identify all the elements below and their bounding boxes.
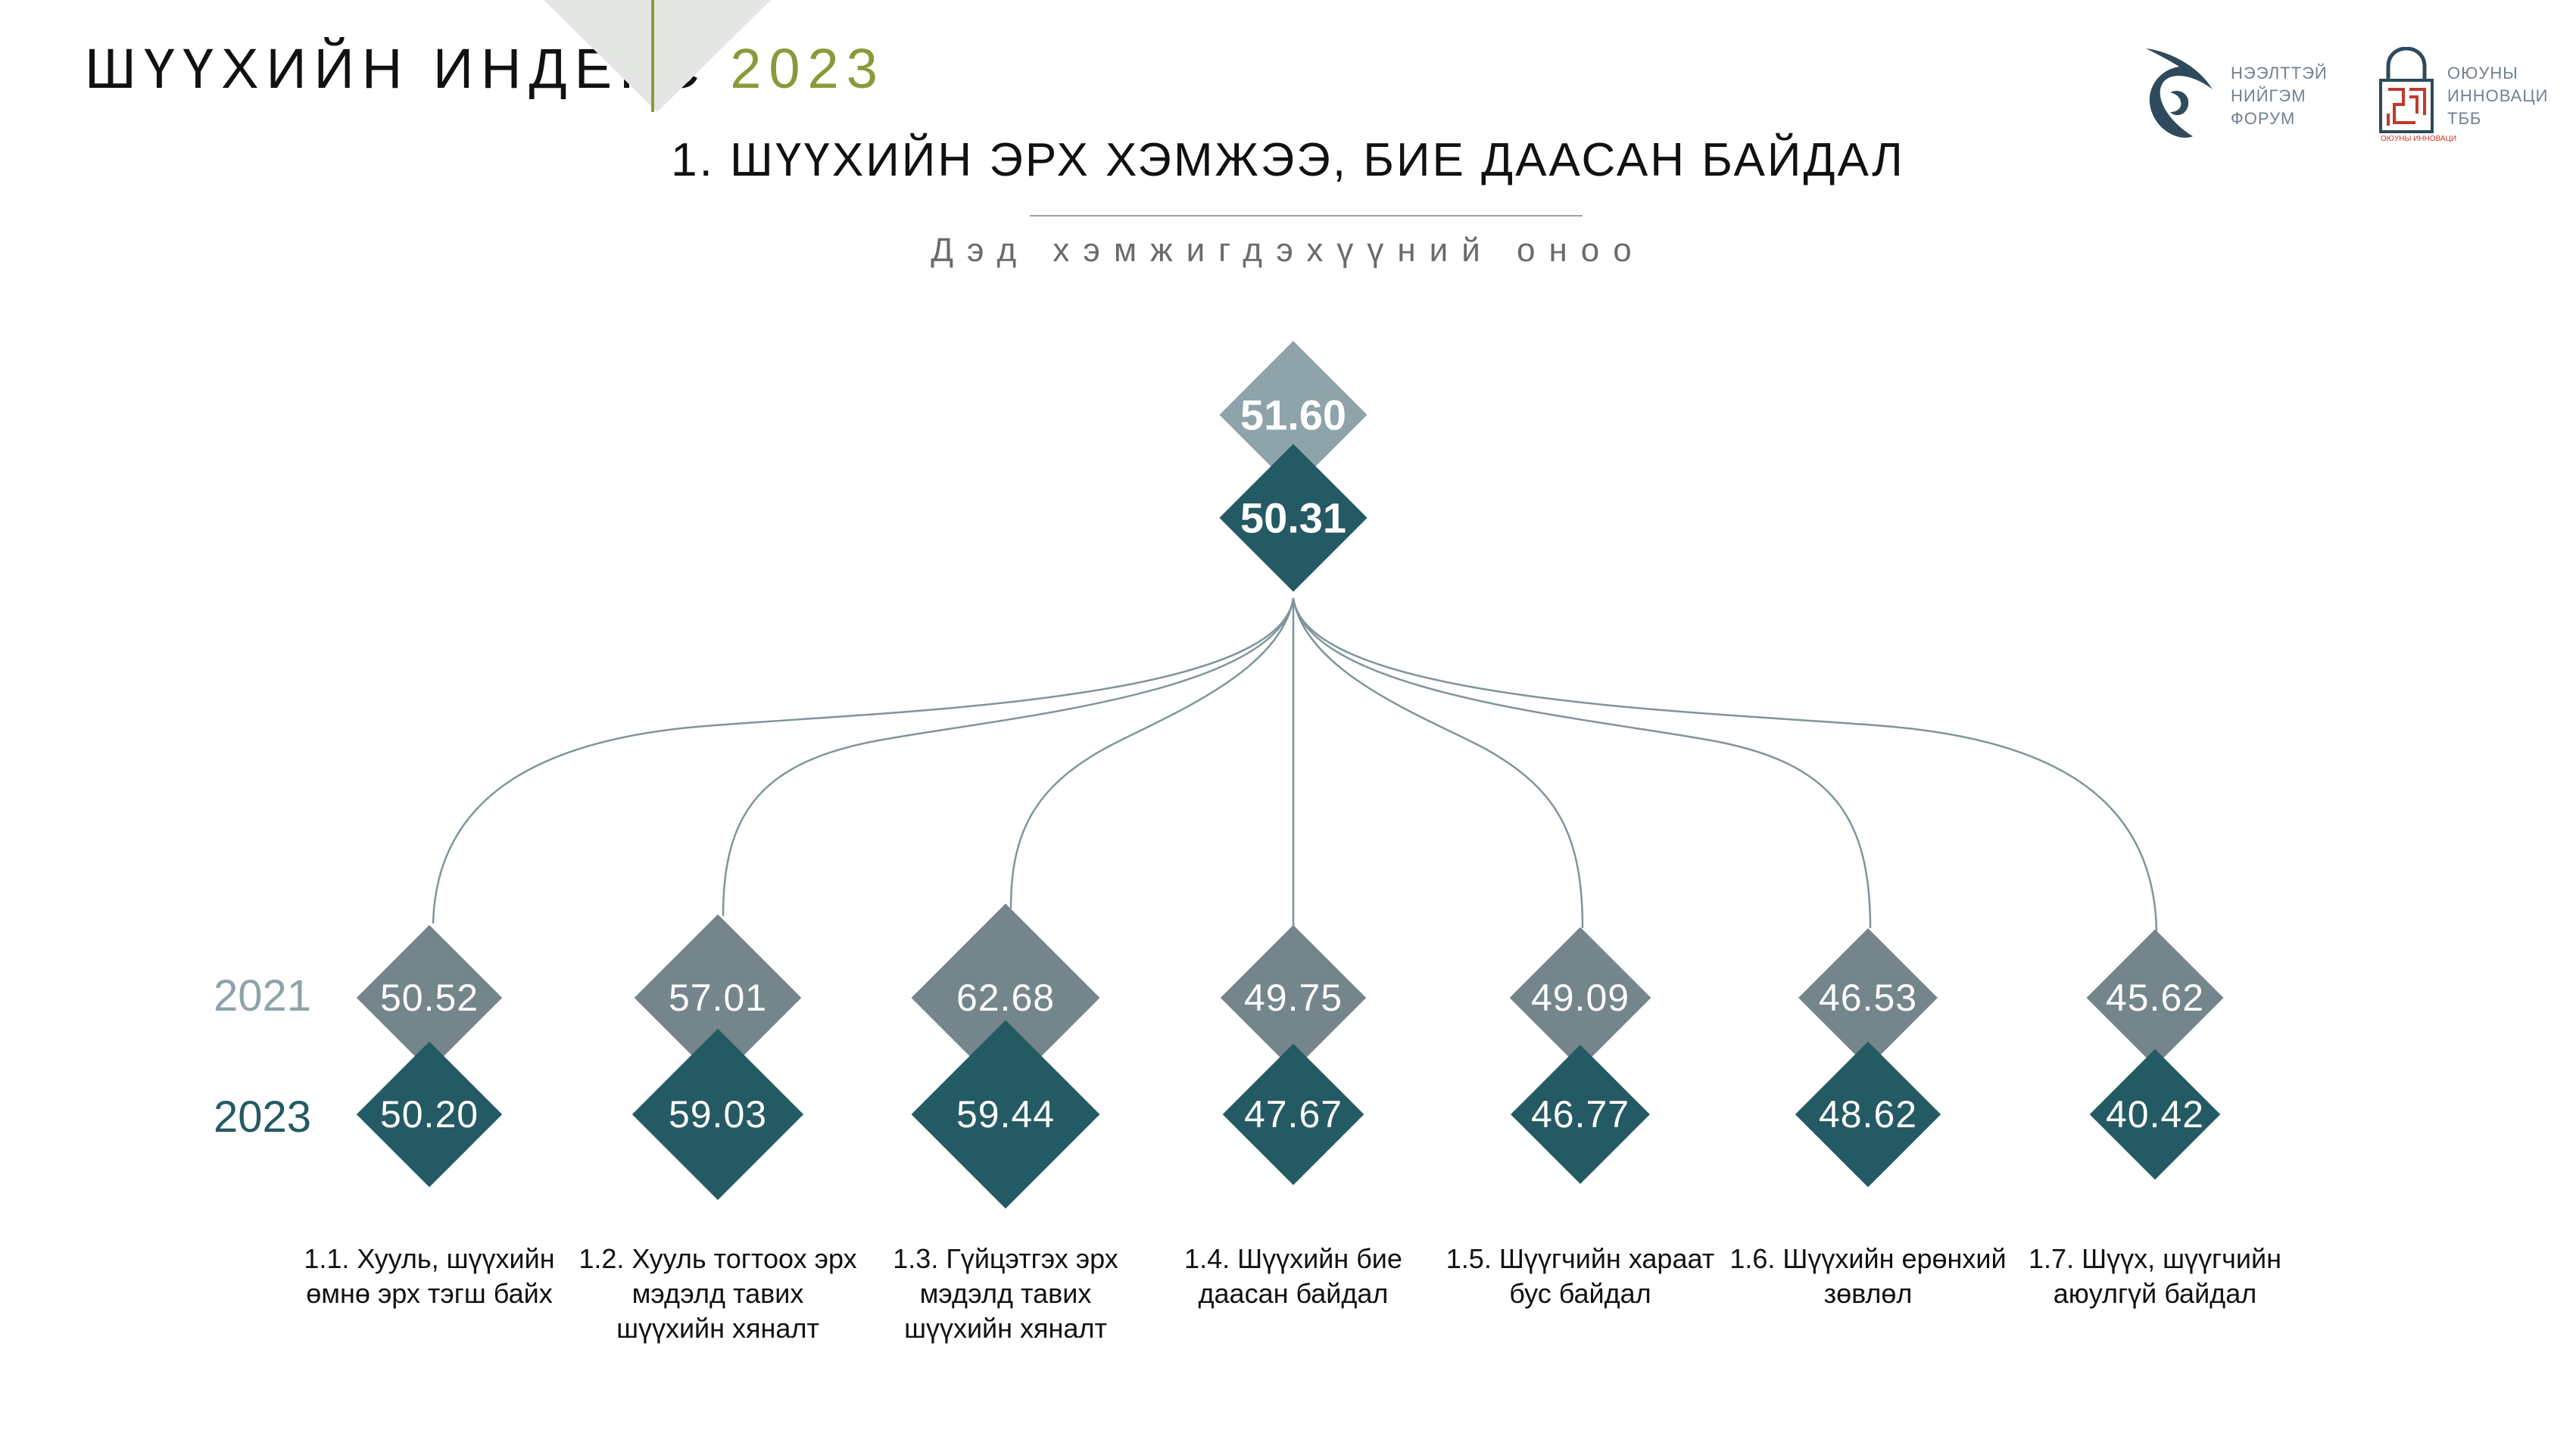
score-2021-item-3: 62.68 <box>911 903 1100 1092</box>
title-underline <box>1030 215 1583 217</box>
score-2021-item-5: 49.09 <box>1506 924 1654 1072</box>
corner-triangle <box>544 0 771 112</box>
label-line: мэдэлд тавих <box>919 1278 1092 1309</box>
open-society-forum-logo-icon <box>2146 48 2213 138</box>
score-2023-item-1: 50.20 <box>354 1039 505 1190</box>
score-value: 45.62 <box>2105 977 2205 1019</box>
score-2021-item-4: 49.75 <box>1219 924 1368 1072</box>
accent-divider <box>651 0 654 112</box>
score-2023-item-3: 59.44 <box>911 1020 1100 1209</box>
score-value: 50.31 <box>1240 494 1347 542</box>
label-line: даасан байдал <box>1198 1278 1389 1309</box>
item-label-5: 1.5. Шүүгчийн хараат бус байдал <box>1421 1242 1739 1311</box>
brand-year: 2023 <box>730 37 885 100</box>
page-subtitle: Дэд хэмжигдэхүүний оноо <box>931 232 1645 269</box>
label-line: 1.2. Хууль тогтоох эрх <box>579 1243 857 1274</box>
forum-logo-line: НЭЭЛТТЭЙ <box>2231 64 2328 83</box>
score-2023-item-2: 59.03 <box>632 1028 804 1201</box>
innovation-logo-line: ОЮУНЫ <box>2447 64 2518 83</box>
score-2021-item-2: 57.01 <box>632 912 803 1083</box>
score-value: 57.01 <box>668 977 768 1019</box>
score-value: 59.44 <box>956 1093 1056 1136</box>
label-line: 1.4. Шүүхийн бие <box>1184 1243 1402 1274</box>
innovation-logo-line: ИННОВАЦИ <box>2447 86 2549 105</box>
label-line: бус байдал <box>1509 1278 1651 1309</box>
connector-line <box>722 597 1295 917</box>
connector-line <box>432 597 1295 924</box>
innovation-logo-text: ОЮУНЫ ИННОВАЦИ ТББ <box>2447 62 2548 130</box>
item-label-4: 1.4. Шүүхийн бие даасан байдал <box>1134 1242 1452 1311</box>
score-value: 49.75 <box>1243 977 1343 1019</box>
forum-logo-line: ФОРУМ <box>2231 109 2296 128</box>
item-label-1: 1.1. Хууль, шүүхийн өмнө эрх тэгш байх <box>270 1242 588 1311</box>
score-value: 51.60 <box>1240 391 1347 439</box>
score-value: 40.42 <box>2105 1093 2205 1136</box>
score-value: 46.77 <box>1530 1093 1630 1136</box>
score-2023-item-5: 46.77 <box>1506 1040 1654 1189</box>
connector-line <box>1292 597 1584 929</box>
score-2023-item-7: 40.42 <box>2081 1040 2229 1189</box>
innovation-lock-logo-icon <box>2379 47 2434 133</box>
label-line: шүүхийн хяналт <box>616 1313 819 1344</box>
connector-line <box>1009 597 1295 909</box>
label-line: шүүхийн хяналт <box>904 1313 1107 1344</box>
score-2021-item-6: 46.53 <box>1794 924 1942 1072</box>
score-value: 50.52 <box>379 977 479 1019</box>
label-line: 1.1. Хууль, шүүхийн <box>304 1243 555 1274</box>
score-value: 48.62 <box>1818 1093 1918 1136</box>
connector-line <box>1292 597 2158 932</box>
label-line: зөвлөл <box>1823 1278 1913 1309</box>
innovation-logo-caption: ОЮУНЫ ИННОВАЦИ <box>2381 135 2457 143</box>
page-title: 1. ШҮҮХИЙН ЭРХ ХЭМЖЭЭ, БИЕ ДААСАН БАЙДАЛ <box>671 134 1905 186</box>
score-value: 49.09 <box>1530 977 1630 1019</box>
score-value: 47.67 <box>1243 1093 1343 1136</box>
label-line: өмнө эрх тэгш байх <box>306 1278 553 1309</box>
label-line: 1.3. Гүйцэтгэх эрх <box>893 1243 1118 1274</box>
score-2021-item-1: 50.52 <box>354 922 505 1074</box>
item-label-7: 1.7. Шүүх, шүүгчийн аюулгүй байдал <box>1996 1242 2314 1311</box>
label-line: 1.6. Шүүхийн ерөнхий <box>1729 1243 2007 1274</box>
item-label-2: 1.2. Хууль тогтоох эрх мэдэлд тавих шүүх… <box>559 1242 877 1346</box>
label-line: 1.5. Шүүгчийн хараат <box>1445 1243 1715 1274</box>
score-value: 59.03 <box>668 1093 768 1136</box>
forum-logo-line: НИЙГЭМ <box>2231 86 2306 105</box>
item-label-6: 1.6. Шүүхийн ерөнхий зөвлөл <box>1709 1242 2027 1311</box>
score-2021-item-7: 45.62 <box>2081 924 2229 1072</box>
score-2023-item-6: 48.62 <box>1794 1040 1942 1189</box>
label-line: аюулгүй байдал <box>2053 1278 2257 1309</box>
forum-logo-text: НЭЭЛТТЭЙ НИЙГЭМ ФОРУМ <box>2231 62 2328 130</box>
year-label-2023: 2023 <box>214 1092 312 1142</box>
score-value: 62.68 <box>956 977 1056 1019</box>
top-score-2021: 51.60 <box>1219 341 1368 489</box>
year-label-2021: 2021 <box>214 971 312 1021</box>
score-value: 46.53 <box>1818 977 1918 1019</box>
top-score-2023: 50.31 <box>1219 444 1368 592</box>
item-label-3: 1.3. Гүйцэтгэх эрх мэдэлд тавих шүүхийн … <box>847 1242 1165 1346</box>
score-2023-item-4: 47.67 <box>1219 1040 1368 1189</box>
score-value: 50.20 <box>379 1093 479 1136</box>
label-line: мэдэлд тавих <box>632 1278 804 1309</box>
connector-line <box>1292 597 1872 929</box>
label-line: 1.7. Шүүх, шүүгчийн <box>2029 1243 2281 1274</box>
innovation-logo-line: ТББ <box>2447 109 2482 128</box>
